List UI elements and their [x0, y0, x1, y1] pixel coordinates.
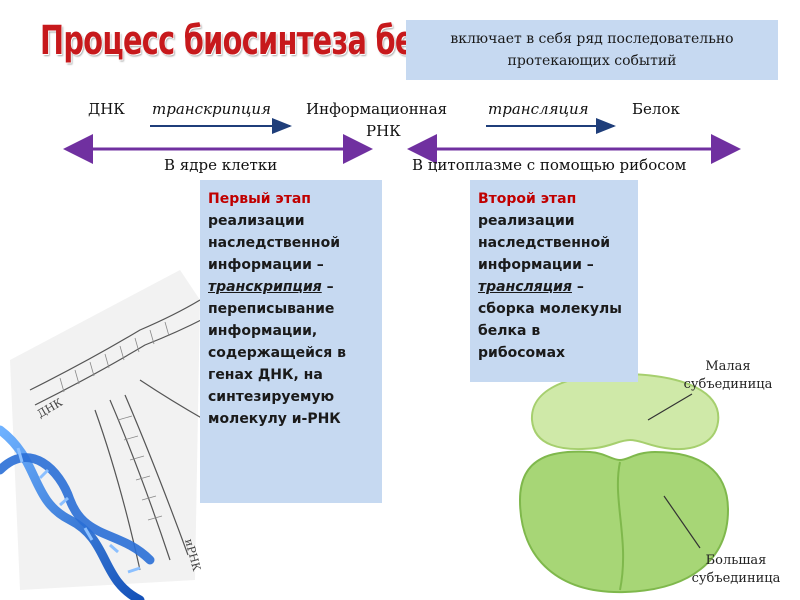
- first-stage-line3: информации –: [208, 257, 324, 273]
- dna-transcription-illustration: ДНК иРНК: [10, 270, 206, 590]
- double-helix-icon: [0, 425, 155, 600]
- flow-dna: ДНК: [88, 100, 125, 118]
- second-stage-line2: наследственной: [478, 235, 611, 251]
- flow-mrna-line1: Информационная: [306, 100, 448, 118]
- flow-mrna-line2: РНК: [366, 122, 401, 140]
- first-stage-dash: –: [321, 279, 334, 295]
- second-stage-panel: Второй этап реализации наследственной ин…: [470, 180, 638, 382]
- second-stage-description: сборка молекулы белка в рибосомах: [478, 301, 622, 361]
- second-stage-line3: информации –: [478, 257, 594, 273]
- intro-callout: включает в себя ряд последовательно прот…: [406, 20, 778, 80]
- location-nucleus: В ядре клетки: [164, 156, 278, 174]
- second-stage-term: трансляция: [478, 279, 572, 295]
- first-stage-panel: Первый этап реализации наследственной ин…: [200, 180, 382, 503]
- flow-translation: трансляция: [488, 100, 589, 118]
- second-stage-line1: реализации: [478, 213, 575, 229]
- first-stage-line1: реализации: [208, 213, 305, 229]
- flow-transcription: транскрипция: [152, 100, 271, 118]
- large-subunit-label: Большая субъединица: [691, 553, 781, 586]
- small-subunit-label: Малая субъединица: [683, 359, 773, 392]
- second-stage-dash: –: [571, 279, 584, 295]
- large-subunit-shape: [518, 450, 730, 594]
- first-stage-description: переписывание информации, содержащейся в…: [208, 301, 346, 427]
- first-stage-heading: Первый этап: [208, 191, 311, 207]
- intro-callout-text: включает в себя ряд последовательно прот…: [450, 31, 734, 69]
- second-stage-heading: Второй этап: [478, 191, 577, 207]
- page-title: Процесс биосинтеза белка: [40, 18, 472, 64]
- location-cytoplasm: В цитоплазме с помощью рибосом: [412, 156, 687, 174]
- flow-protein: Белок: [632, 100, 680, 118]
- first-stage-term: транскрипция: [208, 279, 322, 295]
- first-stage-line2: наследственной: [208, 235, 341, 251]
- ribosome-illustration: [518, 372, 730, 594]
